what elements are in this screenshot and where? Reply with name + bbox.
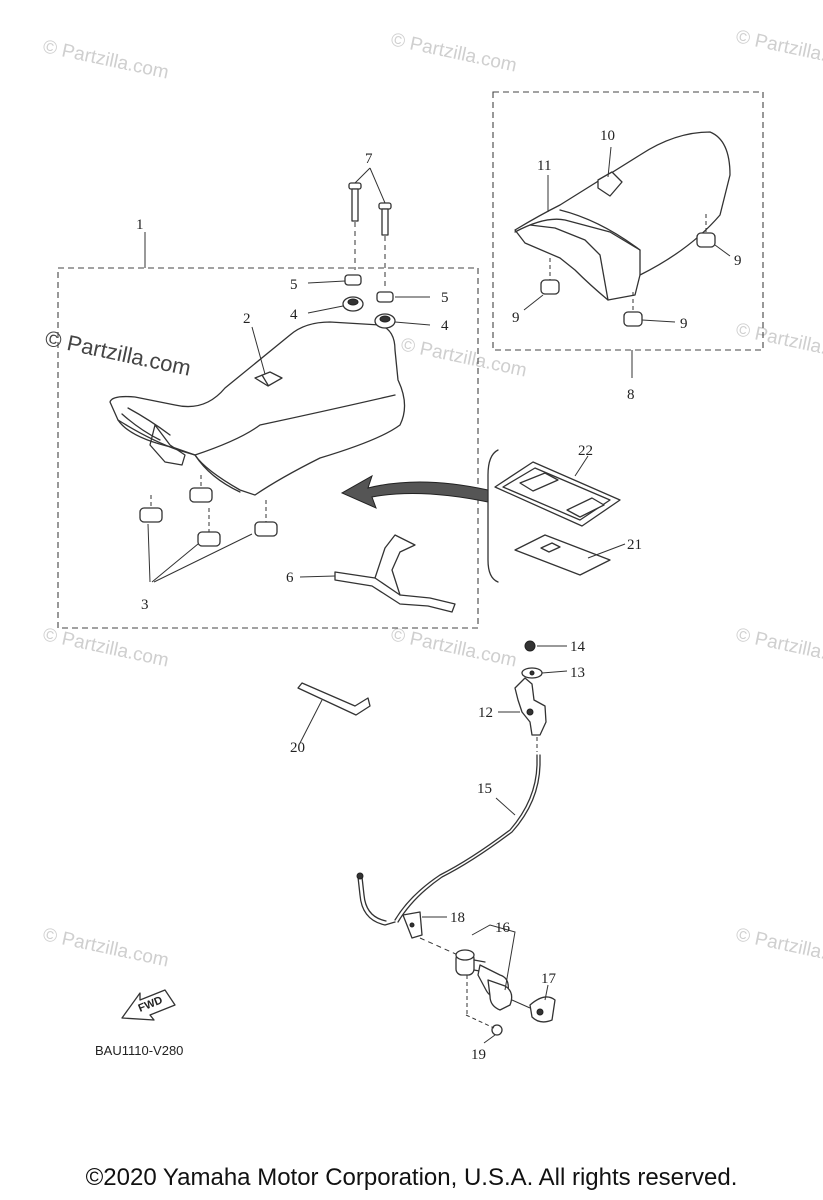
callout: 3 (141, 597, 149, 613)
callout: 20 (290, 740, 305, 756)
owners-manual (494, 455, 621, 527)
callout: 7 (365, 151, 373, 167)
callout: 1 (136, 217, 144, 233)
rear-damper (696, 214, 716, 248)
collar (376, 291, 394, 303)
callout: 6 (286, 570, 294, 586)
watermark: © Partzilla.com (734, 624, 823, 671)
damper (139, 495, 163, 523)
hex-wrench (297, 682, 371, 744)
callout: 9 (680, 316, 688, 332)
diagram-code: BAU1110-V280 (95, 1043, 183, 1058)
damper (254, 500, 278, 537)
bolt (348, 182, 362, 270)
rear-damper (623, 292, 643, 327)
callout: 8 (627, 387, 635, 403)
callout: 4 (441, 318, 449, 334)
main-seat (109, 321, 406, 496)
callout: 21 (627, 537, 642, 553)
arrow-icon (340, 474, 489, 509)
callout: 9 (734, 253, 742, 269)
watermark: © Partzilla.com (41, 36, 171, 83)
callout: 2 (243, 311, 251, 327)
callout: 4 (290, 307, 298, 323)
callout: 22 (578, 443, 593, 459)
watermark: © Partzilla.com (41, 924, 171, 971)
watermark-main: © Partzilla.com (43, 325, 193, 380)
damper-set (139, 475, 278, 583)
callout: 10 (600, 128, 615, 144)
key-cap (511, 984, 556, 1023)
damper (197, 508, 221, 547)
watermark: © Partzilla.com (734, 924, 823, 971)
rear-seat-box (492, 91, 764, 351)
callout: 9 (512, 310, 520, 326)
callout: 18 (450, 910, 465, 926)
grommet (374, 313, 396, 329)
callout: 5 (441, 290, 449, 306)
damper (189, 475, 213, 503)
callout: 17 (541, 971, 557, 987)
fwd-arrow-icon: FWD (121, 989, 176, 1021)
seat-band (299, 534, 456, 613)
grommet (342, 296, 364, 312)
seat-lock-cable (356, 737, 541, 926)
watermark: © Partzilla.com (734, 26, 823, 73)
screw (465, 1014, 503, 1044)
copyright-notice: ©2020 Yamaha Motor Corporation, U.S.A. A… (85, 1164, 738, 1191)
collar (344, 274, 362, 286)
callout: 12 (478, 705, 493, 721)
callout: 11 (537, 158, 551, 174)
callout: 15 (477, 781, 492, 797)
callout: 19 (471, 1047, 486, 1063)
callout: 16 (495, 920, 511, 936)
watermark: © Partzilla.com (389, 29, 519, 76)
callout: 14 (570, 639, 586, 655)
watermark: © Partzilla.com (734, 319, 823, 366)
rear-seat (514, 131, 731, 301)
watermark: © Partzilla.com (389, 624, 519, 671)
callout: 13 (570, 665, 585, 681)
rear-damper (540, 258, 560, 295)
cable-clamp (402, 911, 447, 939)
bolt (378, 202, 392, 290)
caution-label (514, 534, 626, 576)
watermark: © Partzilla.com (41, 624, 171, 671)
callout: 5 (290, 277, 298, 293)
lock-cylinder (419, 924, 516, 1015)
watermark: © Partzilla.com (399, 334, 529, 381)
lock-bracket (498, 640, 568, 736)
callout-labels: 1 2 3 4 4 5 5 6 7 8 9 9 9 10 11 12 13 14… (136, 128, 742, 1063)
seat-assembly-box (57, 267, 479, 629)
